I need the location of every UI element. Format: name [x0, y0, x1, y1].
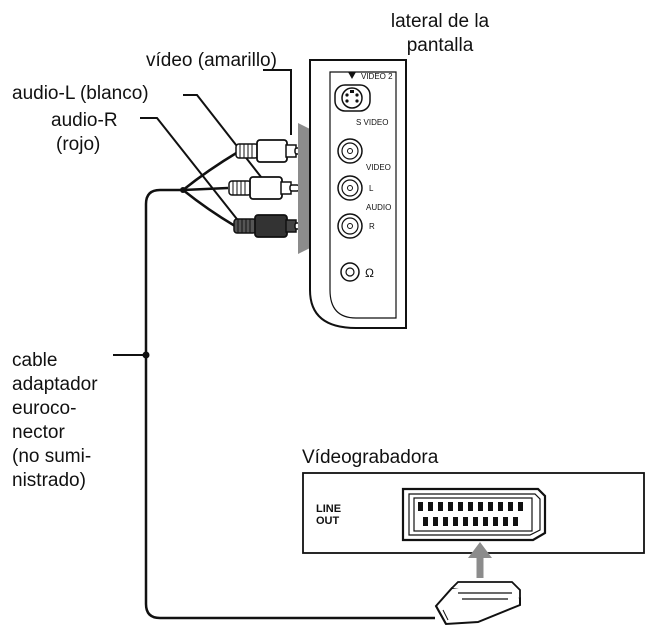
cable-label-line: nector — [12, 422, 65, 443]
vcr-out-label: OUT — [316, 515, 340, 527]
panel-l-label: L — [369, 184, 374, 193]
audio-r-label-1: audio-R — [51, 110, 118, 131]
cable-label: cable adaptador euroco- nector (no sumi-… — [12, 350, 98, 491]
headphone-icon: Ω — [365, 266, 374, 280]
audio-l-label: audio-L (blanco) — [12, 83, 149, 104]
audio-l-jack — [337, 175, 363, 201]
panel-r-label: R — [369, 222, 375, 231]
side-panel-label-2: pantalla — [407, 35, 474, 56]
panel-video-label: VIDEO — [366, 163, 391, 172]
vcr-title: Vídeograbadora — [302, 447, 439, 468]
side-panel-label-1: lateral de la — [391, 11, 490, 32]
audio-l-branch — [182, 186, 229, 192]
audio-l-leader — [183, 94, 273, 192]
s-video-jack — [334, 84, 371, 112]
scart-cable — [144, 150, 435, 620]
headphone-jack — [340, 262, 360, 282]
cable-trunk — [144, 188, 435, 620]
panel-svideo-label: S VIDEO — [356, 118, 388, 127]
arrow-up-icon — [468, 542, 492, 578]
cable-label-line: adaptador — [12, 374, 98, 395]
leader-lines — [113, 69, 292, 356]
cable-label-line: (no sumi- — [12, 446, 91, 467]
cable-label-line: cable — [12, 350, 57, 371]
panel-video2-label: VIDEO 2 — [361, 72, 393, 81]
audio-r-jack — [337, 213, 363, 239]
cable-junction-dot — [142, 351, 150, 359]
audio-r-label-2: (rojo) — [56, 134, 100, 155]
video-branch — [182, 150, 239, 191]
vcr-device: LINE OUT — [302, 472, 645, 554]
video-jack — [337, 138, 363, 164]
video-plug — [235, 139, 305, 163]
cable-junction — [180, 187, 186, 193]
video-leader — [263, 69, 292, 135]
cable-label-line: euroco- — [12, 398, 76, 419]
panel-audio-label: AUDIO — [366, 203, 391, 212]
audio-r-plug — [233, 214, 305, 238]
tv-side-panel: VIDEO 2 S VIDEO VIDEO L AUDIO — [309, 59, 407, 329]
scart-plug — [434, 581, 521, 626]
vcr-line-label: LINE — [316, 503, 341, 515]
audio-r-leader — [140, 117, 245, 229]
audio-r-branch — [182, 189, 236, 228]
cable-label-line: nistrado) — [12, 470, 86, 491]
video-yellow-label: vídeo (amarillo) — [146, 50, 277, 71]
audio-l-plug — [228, 176, 300, 200]
scart-socket — [401, 487, 547, 542]
triangle-down-icon — [348, 72, 356, 79]
